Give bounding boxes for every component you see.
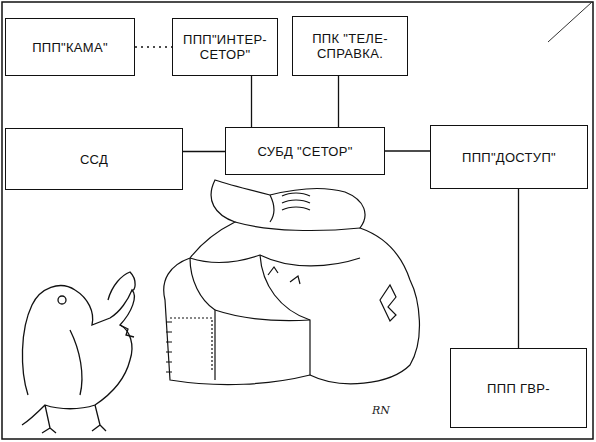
process-box: ССД: [5, 128, 183, 190]
connector-line: [385, 151, 430, 152]
connector-line: [135, 47, 172, 48]
connector-line: [251, 76, 252, 127]
box-label: ППП ГВР-: [487, 381, 550, 396]
crack-line: [548, 2, 592, 42]
box-label: СУБД "СЕТОР": [257, 144, 352, 159]
process-box: ППП"ИНТЕР- СЕТОР": [172, 18, 278, 76]
box-label: ППП"ИНТЕР- СЕТОР": [181, 32, 269, 62]
connector-line: [338, 76, 339, 127]
signature: RN: [372, 404, 390, 417]
process-box: ППП"ДОСТУП": [430, 125, 588, 189]
process-box: ППК "ТЕЛЕ- СПРАВКА.: [292, 16, 408, 76]
process-box: ППП ГВР-: [450, 348, 587, 428]
box-label: ССД: [80, 152, 108, 167]
connector-line: [183, 151, 225, 152]
process-box: ППП"КАМА": [5, 18, 135, 76]
box-label: ППП"КАМА": [32, 40, 108, 55]
box-label: ППК "ТЕЛЕ- СПРАВКА.: [301, 31, 399, 61]
process-box: СУБД "СЕТОР": [225, 127, 385, 175]
bird-creature: [22, 272, 135, 433]
box-label: ППП"ДОСТУП": [462, 150, 556, 165]
sack-drawing: [164, 180, 420, 385]
connector-line: [518, 189, 519, 348]
